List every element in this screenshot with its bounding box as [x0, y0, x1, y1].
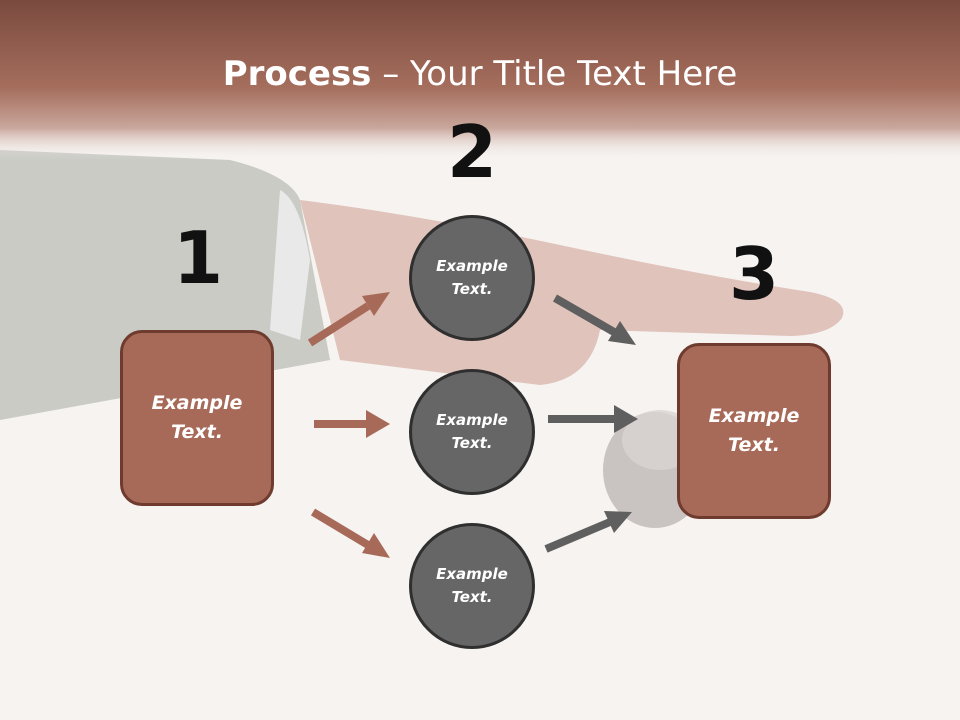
arrow-box1-to-circle3	[310, 508, 390, 558]
step-circle-3-line1: Example	[436, 565, 508, 583]
step-box-1-line2: Text.	[171, 421, 223, 443]
step-circle-1-line1: Example	[436, 257, 508, 275]
slide-title: Process – Your Title Text Here	[0, 52, 960, 96]
arrow-box1-to-circle1	[307, 292, 390, 347]
step-circle-3-text: Example Text.	[417, 563, 527, 609]
step-number-3: 3	[728, 232, 780, 316]
step-box-1: Example Text.	[120, 330, 274, 506]
step-number-2: 2	[446, 110, 498, 194]
step-circle-2-text: Example Text.	[417, 409, 527, 455]
step-box-3-line2: Text.	[728, 434, 780, 456]
step-circle-3: Example Text.	[409, 523, 535, 649]
step-circle-2-line1: Example	[436, 411, 508, 429]
step-circle-1: Example Text.	[409, 215, 535, 341]
arrow-circle2-to-box3	[548, 405, 638, 433]
step-box-1-line1: Example	[151, 392, 243, 414]
step-circle-3-line2: Text.	[451, 588, 493, 606]
step-circle-2-line2: Text.	[451, 434, 493, 452]
step-box-3: Example Text.	[677, 343, 831, 519]
step-circle-2: Example Text.	[409, 369, 535, 495]
arrow-circle1-to-box3	[553, 294, 636, 345]
title-bold: Process	[222, 54, 372, 94]
title-rest: – Your Title Text Here	[371, 54, 738, 94]
step-circle-1-text: Example Text.	[417, 255, 527, 301]
step-box-1-text: Example Text.	[142, 389, 252, 447]
step-box-3-text: Example Text.	[699, 402, 809, 460]
arrow-circle3-to-box3	[544, 511, 632, 553]
step-circle-1-line2: Text.	[451, 280, 493, 298]
step-box-3-line1: Example	[708, 405, 800, 427]
arrow-box1-to-circle2	[314, 410, 390, 438]
step-number-1: 1	[172, 216, 224, 300]
